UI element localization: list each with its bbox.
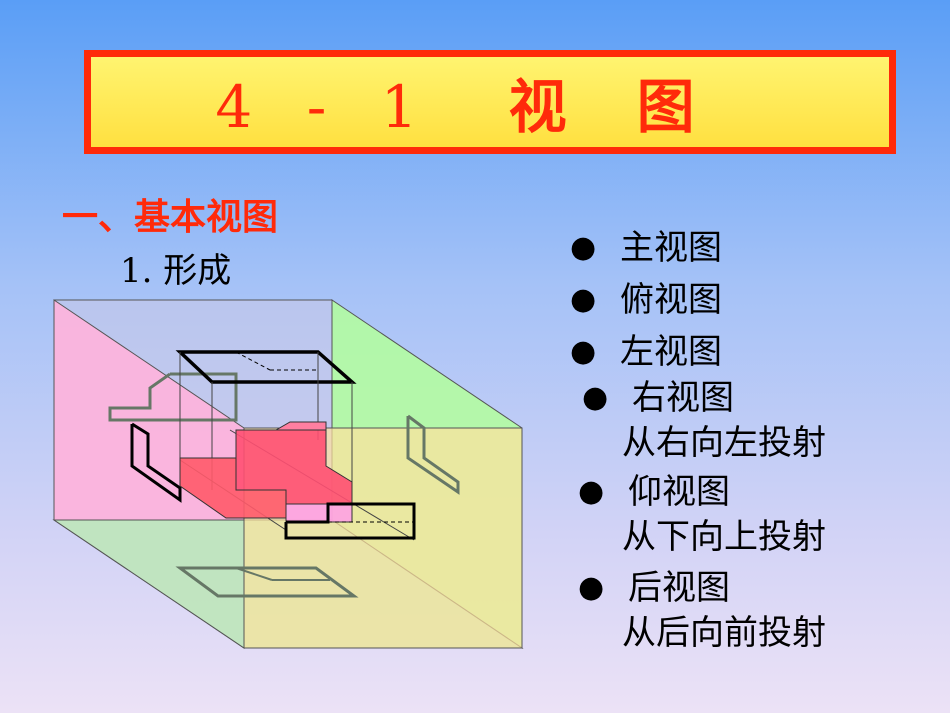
section-heading: 一、基本视图 [62, 197, 279, 238]
bullet-icon: ● [570, 282, 597, 317]
bottom-projection [175, 566, 359, 598]
object-highlight [285, 503, 353, 523]
bullet-icon: ● [578, 570, 605, 605]
left-projection [130, 422, 182, 503]
list-item-sub: 从下向上投射 [622, 517, 826, 557]
list-item-label: 主视图 [620, 228, 722, 268]
bullet-icon: ● [570, 230, 597, 265]
subheading: 1. 形成 [120, 243, 231, 292]
right-projection [406, 414, 460, 495]
bullet-icon: ● [582, 380, 609, 415]
projection-box-diagram [52, 299, 524, 649]
list-item-sub: 从后向前投射 [622, 613, 826, 653]
bottom-projection-line [235, 567, 273, 581]
list-item-sub: 从右向左投射 [622, 423, 826, 463]
bullet-icon: ● [570, 334, 597, 369]
subheading-label: 形成 [163, 251, 232, 291]
subheading-number: 1. [120, 251, 153, 291]
list-item-label: 左视图 [620, 332, 722, 372]
title-text: 4 - 1 视图 [215, 60, 764, 144]
bullet-icon: ● [578, 474, 605, 509]
list-item-label: 俯视图 [620, 280, 722, 320]
list-item-label: 后视图 [628, 568, 730, 608]
list-item-label: 仰视图 [628, 472, 730, 512]
list-item-label: 右视图 [632, 378, 734, 418]
title-main: 视图 [508, 73, 765, 141]
title-prefix: 4 - 1 [215, 73, 436, 141]
title-banner: 4 - 1 视图 [84, 50, 896, 154]
object-top [236, 421, 327, 431]
